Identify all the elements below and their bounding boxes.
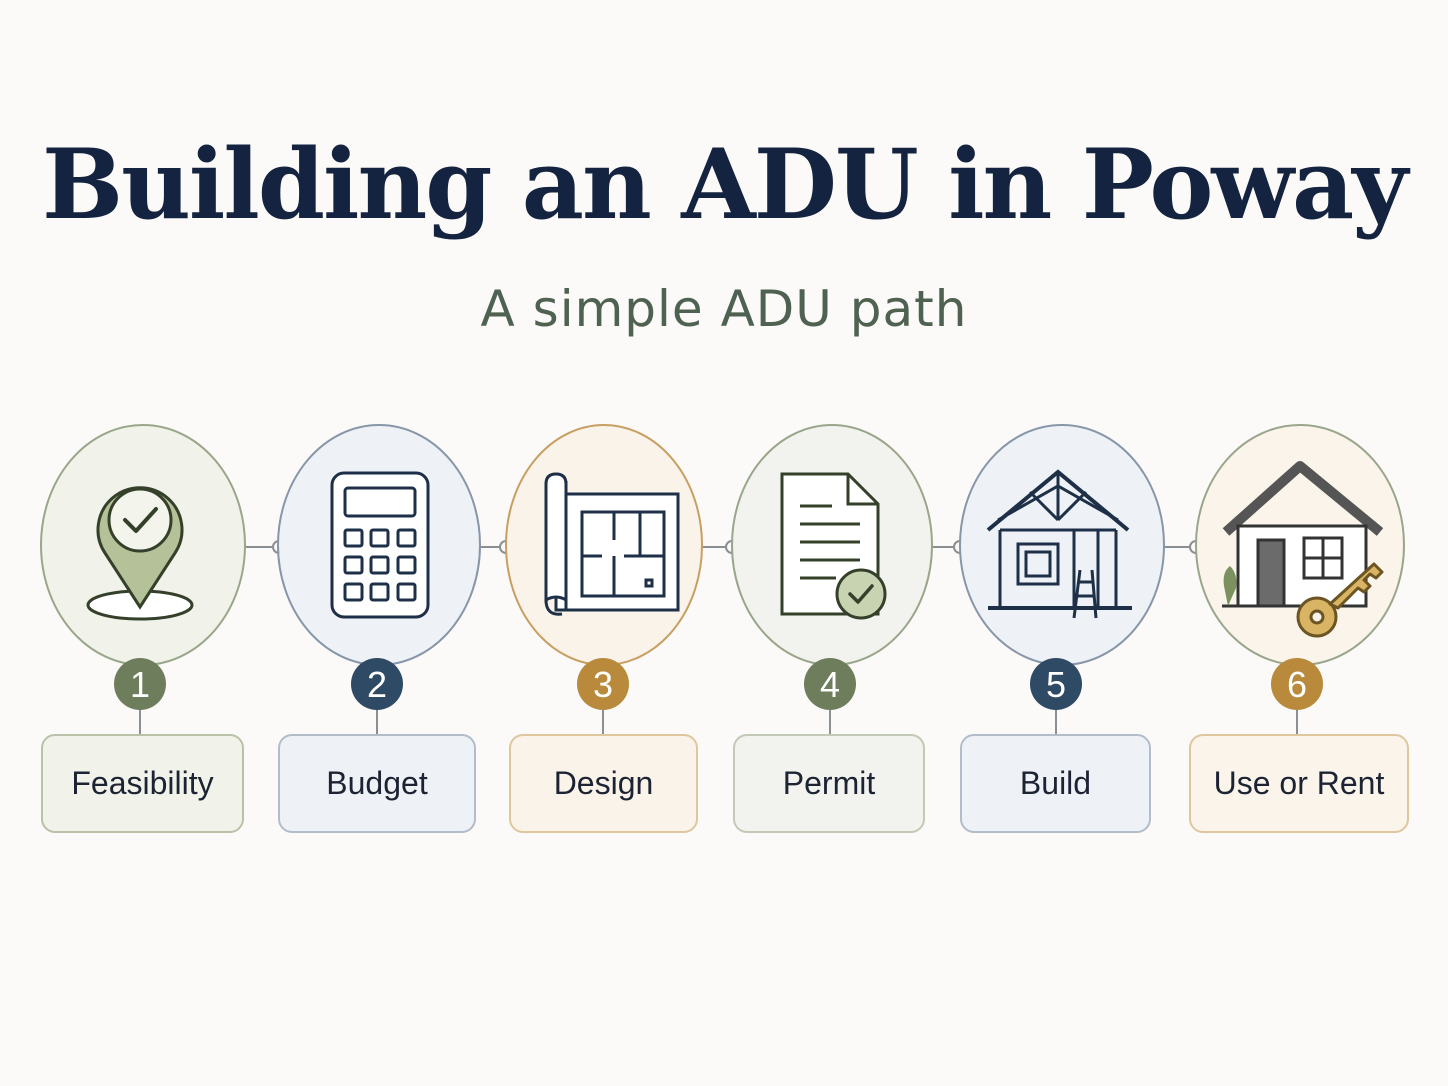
step-number: 2 — [367, 664, 387, 705]
house-frame-icon — [986, 469, 1132, 619]
stems — [139, 708, 1298, 736]
step-number-badge — [114, 658, 166, 710]
step-number: 6 — [1287, 664, 1307, 705]
diagram-title: Building an ADU in Poway — [41, 128, 1408, 241]
step-label-build: Build — [960, 734, 1151, 833]
step-2: 2 — [277, 424, 481, 710]
step-label-text: Use or Rent — [1213, 765, 1385, 801]
location-pin-check-icon — [86, 486, 194, 621]
step-label-use-or-rent: Use or Rent — [1189, 734, 1409, 833]
step-label-text: Build — [1019, 765, 1092, 801]
step-label-text: Feasibility — [71, 765, 214, 801]
step-number-badge — [577, 658, 629, 710]
step-number-badge — [1271, 658, 1323, 710]
step-label-text: Design — [553, 765, 654, 801]
step-3: 3 — [505, 424, 703, 710]
house-key-icon — [1222, 461, 1384, 638]
step-label-permit: Permit — [733, 734, 925, 833]
calculator-icon — [330, 471, 430, 619]
document-check-icon — [780, 472, 887, 620]
step-4: 4 — [731, 424, 933, 710]
step-circle — [959, 424, 1165, 666]
step-label-feasibility: Feasibility — [41, 734, 244, 833]
step-6: 6 — [1195, 424, 1405, 710]
step-label-text: Permit — [782, 765, 876, 801]
step-label-design: Design — [509, 734, 698, 833]
diagram-subtitle: A simple ADU path — [480, 280, 968, 338]
step-label-budget: Budget — [278, 734, 476, 833]
step-number: 4 — [820, 664, 840, 705]
step-label-text: Budget — [326, 765, 428, 801]
step-number: 1 — [130, 664, 150, 705]
step-1: 1 — [40, 424, 246, 710]
floor-plan-icon — [544, 472, 680, 616]
step-number: 3 — [593, 664, 613, 705]
step-number-badge — [351, 658, 403, 710]
step-number-badge — [804, 658, 856, 710]
step-number: 5 — [1046, 664, 1066, 705]
step-number-badge — [1030, 658, 1082, 710]
step-5: 5 — [959, 424, 1165, 710]
